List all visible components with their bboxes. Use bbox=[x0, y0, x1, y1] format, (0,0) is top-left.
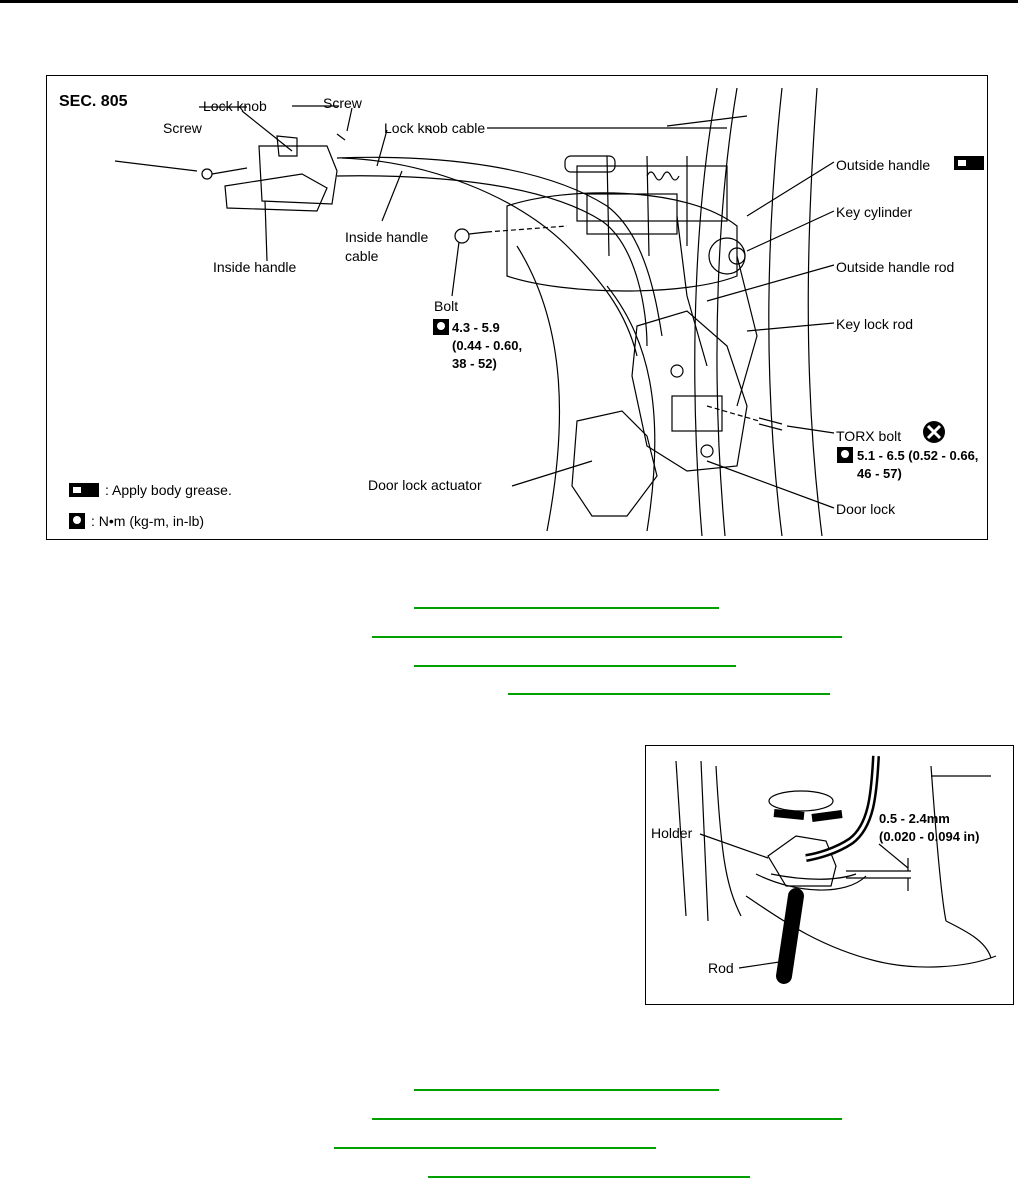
gap-spec-2: (0.020 - 0.094 in) bbox=[879, 829, 979, 844]
gap-spec-1: 0.5 - 2.4mm bbox=[879, 811, 950, 826]
header-rule bbox=[0, 0, 1018, 3]
label-rod: Rod bbox=[708, 960, 734, 976]
torque-wrench-icon bbox=[433, 319, 449, 335]
label-bolt: Bolt bbox=[434, 298, 458, 314]
holder-gap-inset-figure: Holder Rod 0.5 - 2.4mm (0.020 - 0.094 in… bbox=[645, 745, 1014, 1005]
inset-drawing: Holder Rod 0.5 - 2.4mm (0.020 - 0.094 in… bbox=[651, 755, 997, 984]
link-underline[interactable] bbox=[414, 1089, 719, 1091]
label-screw-left: Screw bbox=[163, 120, 203, 136]
exploded-view-drawing: SEC. 805 Lock knob Screw Screw Lock knob… bbox=[59, 87, 984, 537]
label-torx-bolt: TORX bolt bbox=[836, 428, 901, 444]
link-underline[interactable] bbox=[428, 1176, 750, 1178]
bolt-torque-3: 38 - 52) bbox=[452, 356, 497, 371]
torx-torque-2: 46 - 57) bbox=[857, 466, 902, 481]
link-underline[interactable] bbox=[414, 665, 736, 667]
label-inside-handle-cable-2: cable bbox=[345, 248, 379, 264]
section-number: SEC. 805 bbox=[59, 93, 128, 110]
label-door-lock: Door lock bbox=[836, 501, 896, 517]
grease-legend-icon bbox=[69, 483, 99, 497]
link-underline[interactable] bbox=[372, 1118, 842, 1120]
grease-icon bbox=[954, 156, 984, 170]
torque-wrench-icon bbox=[837, 447, 853, 463]
link-underline[interactable] bbox=[372, 636, 842, 638]
door-lock-exploded-figure: SEC. 805 Lock knob Screw Screw Lock knob… bbox=[46, 75, 988, 540]
link-underline[interactable] bbox=[414, 607, 719, 609]
link-underline[interactable] bbox=[508, 693, 830, 695]
torque-legend-icon bbox=[69, 513, 85, 529]
bolt-torque-2: (0.44 - 0.60, bbox=[452, 338, 522, 353]
link-underline[interactable] bbox=[334, 1147, 656, 1149]
label-inside-handle-cable-1: Inside handle bbox=[345, 229, 429, 245]
legend-grease: : Apply body grease. bbox=[105, 482, 232, 498]
label-holder: Holder bbox=[651, 825, 693, 841]
bolt-torque-1: 4.3 - 5.9 bbox=[452, 320, 500, 335]
label-screw-top: Screw bbox=[323, 95, 363, 111]
label-outside-handle-rod: Outside handle rod bbox=[836, 259, 954, 275]
label-outside-handle: Outside handle bbox=[836, 157, 930, 173]
replace-bolt-icon bbox=[923, 421, 945, 443]
label-inside-handle: Inside handle bbox=[213, 259, 297, 275]
torx-torque-1: 5.1 - 6.5 (0.52 - 0.66, bbox=[857, 448, 978, 463]
label-key-lock-rod: Key lock rod bbox=[836, 316, 913, 332]
label-lock-knob: Lock knob bbox=[203, 98, 267, 114]
label-key-cylinder: Key cylinder bbox=[836, 204, 913, 220]
legend-torque: : N•m (kg-m, in-lb) bbox=[91, 513, 204, 529]
label-lock-knob-cable: Lock knob cable bbox=[384, 120, 485, 136]
label-door-lock-actuator: Door lock actuator bbox=[368, 477, 482, 493]
